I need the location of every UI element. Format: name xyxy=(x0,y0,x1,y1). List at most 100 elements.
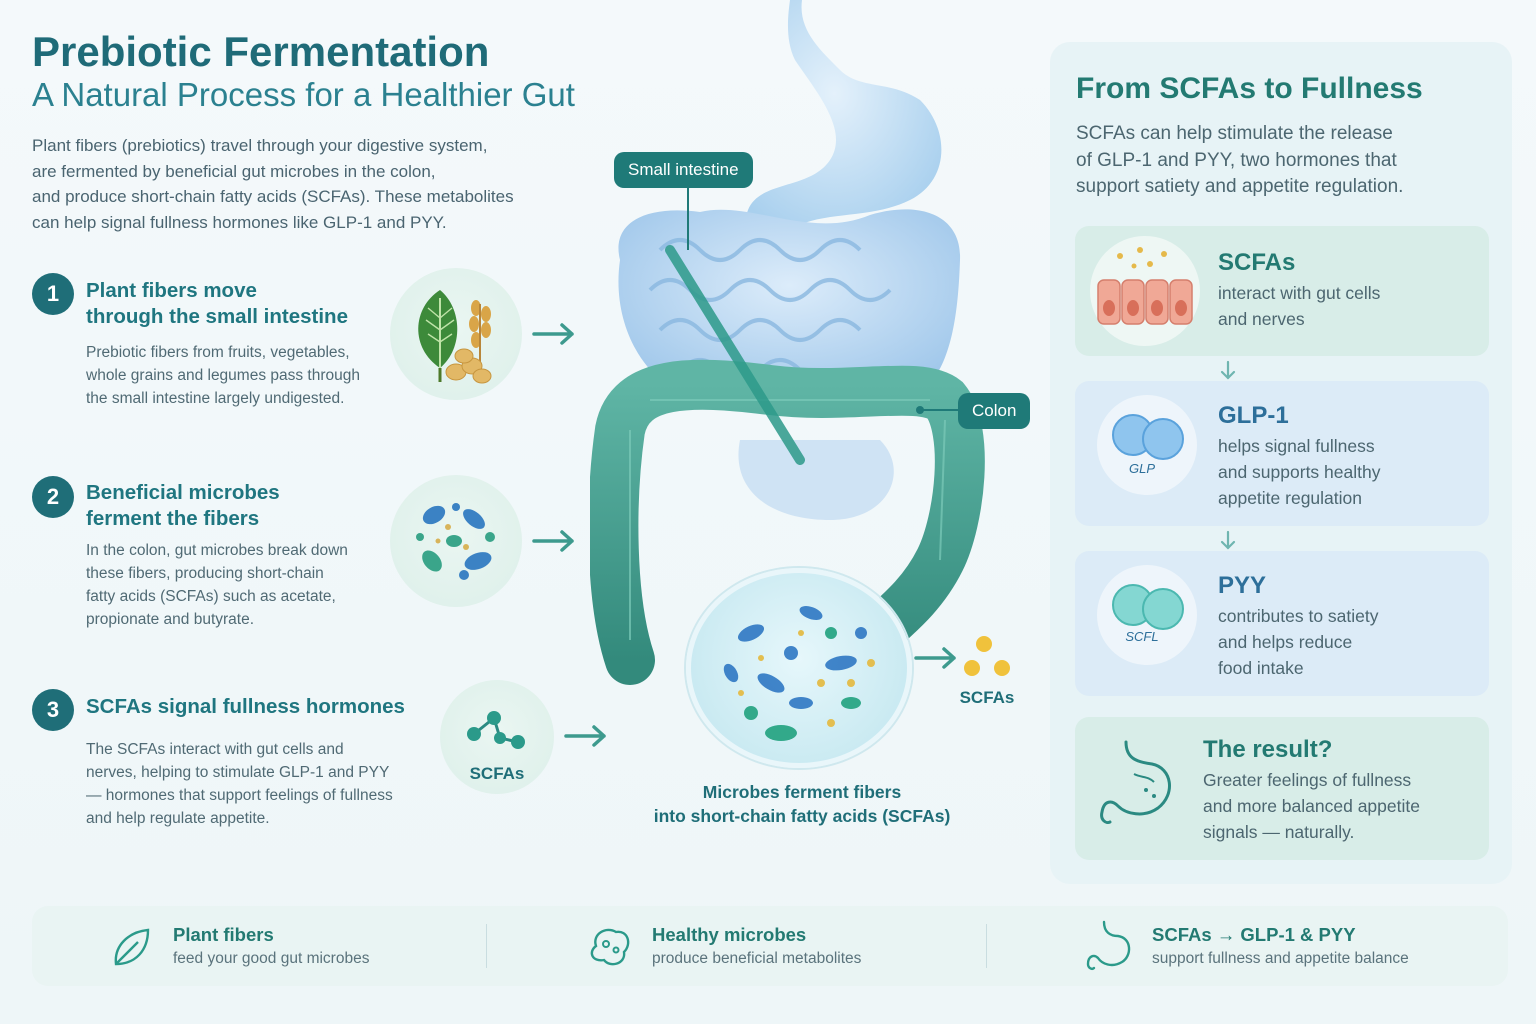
scfa-molecule-label: SCFAs xyxy=(469,764,525,783)
footer-microbes-title: Healthy microbes xyxy=(652,924,807,945)
caption-line: Microbes ferment fibers xyxy=(702,782,902,802)
small-intestine-label: Small intestine xyxy=(614,152,753,188)
page-title: Prebiotic Fermentation xyxy=(32,28,490,75)
fermentation-magnifier xyxy=(686,568,912,768)
panel-title: From SCFAs to Fullness xyxy=(1076,72,1423,105)
card-line: and nerves xyxy=(1218,309,1305,329)
card-result-title: The result? xyxy=(1203,736,1333,763)
step-2-number: 2 xyxy=(32,476,74,518)
step-1-title: Plant fibers move through the small inte… xyxy=(86,278,348,330)
intro-line: can help signal fullness hormones like G… xyxy=(32,212,447,232)
leaf-icon xyxy=(114,928,150,966)
page-subtitle: A Natural Process for a Healthier Gut xyxy=(32,76,575,113)
arrow-right-icon xyxy=(914,647,956,669)
arrow-right-icon xyxy=(532,530,574,552)
step-3-body-line: The SCFAs interact with gut cells and xyxy=(86,741,344,758)
microbe-icon xyxy=(590,928,630,966)
step-3-body: The SCFAs interact with gut cells and ne… xyxy=(86,738,393,830)
step-2-title-line: Beneficial microbes xyxy=(86,481,280,504)
fiber-trail xyxy=(665,245,805,465)
microbes-illustration xyxy=(390,475,522,607)
card-line: and helps reduce xyxy=(1218,632,1353,652)
step-3-title: SCFAs signal fullness hormones xyxy=(86,695,405,718)
arrow-down-icon xyxy=(1220,530,1236,550)
step-3-body-line: — hormones that support feelings of full… xyxy=(86,787,393,804)
card-result-body: Greater feelings of fullness and more ba… xyxy=(1203,767,1420,845)
step-2-body-line: In the colon, gut microbes break down xyxy=(86,542,348,559)
footer-divider xyxy=(486,924,487,968)
step-2-body-line: propionate and butyrate. xyxy=(86,611,255,628)
card-line: Greater feelings of fullness xyxy=(1203,770,1412,790)
stomach-shape xyxy=(746,0,942,234)
card-result xyxy=(1075,717,1489,860)
molecule-icon xyxy=(467,711,525,749)
arrow-down-icon xyxy=(1220,360,1236,380)
digestive-system-illustration xyxy=(590,0,985,685)
leaf-grain-icon xyxy=(418,290,492,384)
panel-text-line: of GLP-1 and PYY, two hormones that xyxy=(1076,149,1397,171)
stomach-icon xyxy=(1086,920,1131,970)
card-line: and supports healthy xyxy=(1218,462,1381,482)
colon-haustra xyxy=(629,399,946,640)
intro-line: are fermented by beneficial gut microbes… xyxy=(32,161,436,181)
step-1-body: Prebiotic fibers from fruits, vegetables… xyxy=(86,341,360,410)
card-line: signals — naturally. xyxy=(1203,822,1355,842)
intro-text: Plant fibers (prebiotics) travel through… xyxy=(32,133,592,235)
step-1-title-line: through the small intestine xyxy=(86,305,348,328)
card-pyy-body: contributes to satiety and helps reduce … xyxy=(1218,603,1379,681)
card-line: helps signal fullness xyxy=(1218,436,1375,456)
card-line: appetite regulation xyxy=(1218,488,1362,508)
step-2-body-line: these fibers, producing short-chain xyxy=(86,565,324,582)
intro-line: Plant fibers (prebiotics) travel through… xyxy=(32,136,488,155)
step-3-body-line: and help regulate appetite. xyxy=(86,810,270,827)
plant-fiber-illustration xyxy=(390,268,522,400)
glp1-molecule-icon xyxy=(1112,414,1184,460)
glp1-illustration: GLP xyxy=(1097,395,1197,495)
step-2-body: In the colon, gut microbes break down th… xyxy=(86,539,348,631)
step-1-body-line: whole grains and legumes pass through xyxy=(86,367,361,384)
card-line: contributes to satiety xyxy=(1218,606,1379,626)
scfa-dots-icon xyxy=(964,636,1010,676)
summary-footer xyxy=(32,906,1508,986)
panel-text-line: SCFAs can help stimulate the release xyxy=(1076,123,1393,144)
card-line: and more balanced appetite xyxy=(1203,796,1420,816)
step-3-number: 3 xyxy=(32,689,74,731)
gut-cells-illustration xyxy=(1090,236,1200,346)
footer-divider xyxy=(986,924,987,968)
step-1-body-line: Prebiotic fibers from fruits, vegetables… xyxy=(86,344,350,361)
card-glp1-title: GLP-1 xyxy=(1218,402,1289,429)
step-1-body-line: the small intestine largely undigested. xyxy=(86,390,345,407)
footer-plant-subtitle: feed your good gut microbes xyxy=(173,950,370,967)
microbes-icon xyxy=(416,503,495,580)
card-scfas-title: SCFAs xyxy=(1218,249,1296,276)
card-line: food intake xyxy=(1218,658,1304,678)
stomach-icon xyxy=(1100,740,1171,824)
card-scfas-body: interact with gut cells and nerves xyxy=(1218,280,1380,332)
step-1-number: 1 xyxy=(32,273,74,315)
pyy-molecule-icon xyxy=(1112,584,1184,630)
colon-label: Colon xyxy=(958,393,1031,429)
scfa-output-label: SCFAs xyxy=(959,688,1015,707)
pyy-icon-text: SCFL xyxy=(1125,629,1159,644)
step-2-title-line: ferment the fibers xyxy=(86,507,260,530)
intro-line: and produce short-chain fatty acids (SCF… xyxy=(32,187,514,206)
fermentation-caption: Microbes ferment fibers into short-chain… xyxy=(640,780,964,828)
pyy-illustration: SCFL xyxy=(1097,565,1197,665)
glp1-icon-text: GLP xyxy=(1128,461,1155,476)
footer-plant-title: Plant fibers xyxy=(173,924,274,945)
footer-scfa-subtitle: support fullness and appetite balance xyxy=(1152,950,1409,967)
card-pyy-title: PYY xyxy=(1218,572,1267,599)
footer-scfa-title: SCFAs → GLP-1 & PYY xyxy=(1152,924,1356,945)
arrow-right-icon xyxy=(564,725,606,747)
card-line: interact with gut cells xyxy=(1218,283,1381,303)
step-2-body-line: fatty acids (SCFAs) such as acetate, xyxy=(86,588,336,605)
gut-cells-icon xyxy=(1097,247,1193,325)
microbe-cluster-icon xyxy=(723,606,875,741)
caption-line: into short-chain fatty acids (SCFAs) xyxy=(653,806,951,826)
step-2-title: Beneficial microbes ferment the fibers xyxy=(86,480,280,532)
scfa-molecule-illustration: SCFAs xyxy=(440,680,554,794)
panel-text: SCFAs can help stimulate the release of … xyxy=(1076,121,1476,201)
footer-microbes-subtitle: produce beneficial metabolites xyxy=(652,950,862,967)
step-1-title-line: Plant fibers move xyxy=(86,279,257,302)
card-glp1-body: helps signal fullness and supports healt… xyxy=(1218,433,1380,511)
